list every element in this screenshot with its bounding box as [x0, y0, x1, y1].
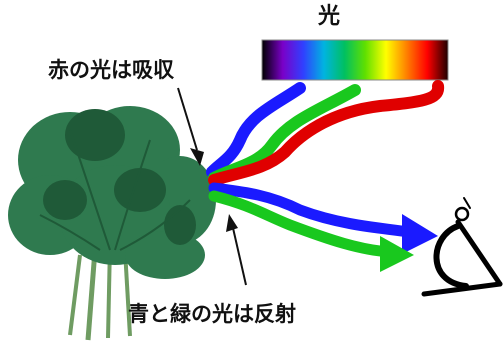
reflected-green-light [208, 190, 396, 258]
eye-icon [421, 197, 503, 297]
absorbed-pointer-arrow [177, 87, 204, 166]
reflected-blue-arrowhead [402, 214, 438, 254]
reflected-blue-light [208, 182, 416, 238]
reflected-pointer-arrow [226, 214, 247, 286]
light-title: 光 [318, 4, 341, 29]
reflected-light-label: 青と緑の光は反射 [128, 302, 296, 326]
spinach-plant-icon [8, 106, 216, 341]
reflected-green-arrowhead [380, 236, 414, 272]
absorbed-light-label: 赤の光は吸収 [48, 58, 174, 82]
spectrum-bar [261, 39, 449, 81]
incoming-blue-light [206, 82, 306, 178]
incoming-red-light [208, 80, 445, 186]
